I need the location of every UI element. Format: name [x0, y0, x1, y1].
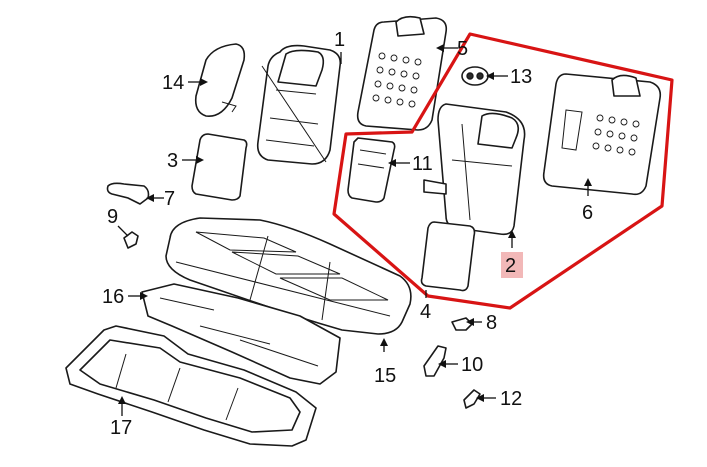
callout-15[interactable]: 15	[374, 365, 396, 387]
part-6-hole-pattern	[592, 114, 640, 156]
callout-1[interactable]: 1	[334, 29, 345, 51]
part-5-seatback-frame[interactable]	[356, 15, 448, 131]
callout-13[interactable]: 13	[510, 66, 532, 88]
label-2-highlight	[501, 252, 523, 278]
callout-16[interactable]: 16	[102, 286, 124, 308]
callout-3[interactable]: 3	[167, 150, 178, 172]
callout-12[interactable]: 12	[500, 388, 522, 410]
part-13-bracket[interactable]	[461, 66, 489, 86]
part-17-seat-frame[interactable]	[65, 325, 317, 447]
part-1-left-seatback[interactable]	[256, 44, 342, 165]
callout-5[interactable]: 5	[457, 38, 468, 60]
part-6-seatback-frame[interactable]	[542, 73, 662, 196]
callout-8[interactable]: 8	[486, 312, 497, 334]
part-5-hole-pattern	[372, 52, 422, 108]
callout-2[interactable]: 2	[505, 255, 516, 277]
leader-lines	[117, 44, 592, 416]
part-8-clip[interactable]	[451, 317, 473, 331]
callout-17[interactable]: 17	[110, 417, 132, 439]
callout-9[interactable]: 9	[107, 206, 118, 228]
part-14-side-bolster[interactable]	[194, 43, 246, 117]
part-10-clip[interactable]	[423, 345, 447, 377]
part-2-right-seatback[interactable]	[423, 103, 526, 236]
part-3-seatback-pad[interactable]	[191, 133, 248, 201]
part-11-armrest-panel[interactable]	[347, 137, 396, 203]
part-4-seatback-pad[interactable]	[420, 221, 476, 292]
callout-7[interactable]: 7	[164, 188, 175, 210]
callout-14[interactable]: 14	[162, 72, 184, 94]
callout-4[interactable]: 4	[420, 301, 431, 323]
part-15-seat-cushion[interactable]	[165, 217, 412, 335]
callout-11[interactable]: 11	[412, 153, 433, 175]
highlighted-assembly-outline	[332, 32, 674, 310]
part-16-cushion-pad[interactable]	[141, 283, 341, 385]
part-7-trim-clip[interactable]	[106, 182, 150, 205]
callout-6[interactable]: 6	[582, 202, 593, 224]
callout-labels: 1 2 3 4 5 6 7 8 9 10 11 12 13 14 15 16 1…	[102, 29, 593, 439]
callout-10[interactable]: 10	[461, 354, 483, 376]
part-12-clip[interactable]	[463, 389, 481, 409]
